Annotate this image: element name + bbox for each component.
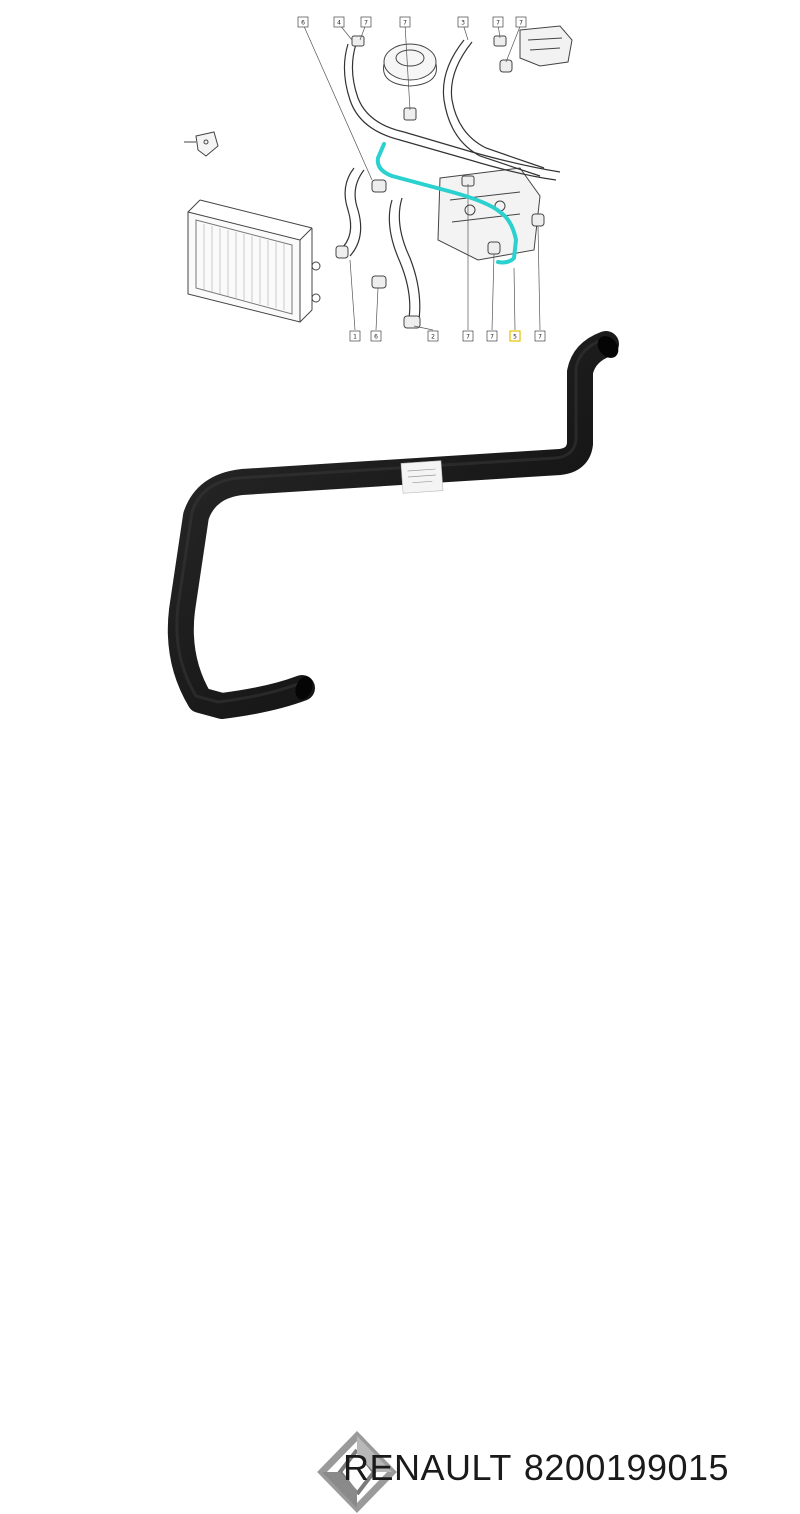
thermostat-housing (519, 25, 573, 67)
callout-1-bottom: 1 (349, 330, 361, 342)
svg-text:7: 7 (519, 20, 523, 27)
callouts-top: 6 4 7 7 3 7 7 (297, 16, 527, 28)
callout-7-top-b: 7 (399, 16, 411, 28)
parts-diagram: 6 4 7 7 3 7 7 1 6 2 7 7 5 7 (167, 16, 619, 719)
callout-7-bottom-c: 7 (534, 330, 546, 342)
callout-4-top: 4 (333, 16, 345, 28)
callout-7-top-c: 7 (492, 16, 504, 28)
callout-7-bottom-a: 7 (462, 330, 474, 342)
brand-name: RENAULT (343, 1447, 512, 1488)
expansion-tank (383, 43, 437, 87)
leader-lines (302, 23, 541, 331)
exploded-view (184, 23, 573, 331)
hose-outlines (339, 39, 561, 327)
product-hose (167, 331, 619, 719)
svg-text:7: 7 (364, 20, 368, 27)
part-label-sticker (400, 460, 444, 494)
svg-text:7: 7 (403, 20, 407, 27)
callout-5-bottom-highlight: 5 (509, 330, 521, 342)
svg-text:2: 2 (431, 334, 435, 341)
svg-text:1: 1 (353, 334, 357, 341)
part-number: 8200199015 (523, 1447, 730, 1488)
svg-text:5: 5 (513, 334, 517, 341)
footer: RENAULT 8200199015 (0, 712, 800, 1514)
callout-3-top: 3 (457, 16, 469, 28)
callout-7-top-d: 7 (515, 16, 527, 28)
highlighted-hose (375, 142, 518, 265)
callout-7-bottom-b: 7 (486, 330, 498, 342)
svg-text:7: 7 (466, 334, 470, 341)
callout-2-bottom: 2 (427, 330, 439, 342)
radiator (187, 199, 321, 323)
hose-clamps (335, 35, 545, 329)
brand-part-caption: RENAULT 8200199015 (343, 1447, 741, 1489)
callout-7-top-a: 7 (360, 16, 372, 28)
svg-text:6: 6 (374, 334, 378, 341)
svg-text:7: 7 (538, 334, 542, 341)
callouts-bottom: 1 6 2 7 7 5 7 (349, 330, 546, 342)
svg-text:3: 3 (461, 20, 465, 27)
svg-text:6: 6 (301, 20, 305, 27)
svg-text:7: 7 (496, 20, 500, 27)
callout-6-bottom: 6 (370, 330, 382, 342)
callout-6-top: 6 (297, 16, 309, 28)
svg-text:4: 4 (337, 20, 341, 27)
bracket (184, 131, 219, 157)
svg-text:7: 7 (490, 334, 494, 341)
